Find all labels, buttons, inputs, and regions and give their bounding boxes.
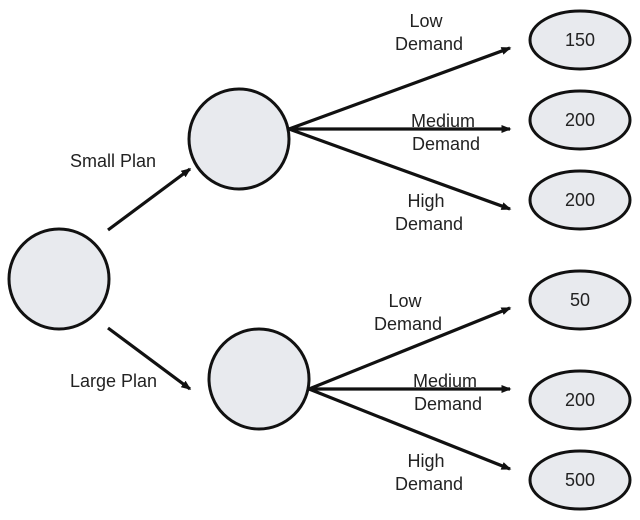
edge-root-to-large-plan — [107, 326, 192, 391]
small-high-demand-label: High — [407, 191, 444, 211]
small-medium-demand-label: Medium — [411, 111, 475, 131]
small-low-demand-label: Low — [409, 11, 443, 31]
large-low-demand-label: Low — [388, 291, 422, 311]
large-high-demand-label-line2: Demand — [395, 474, 463, 494]
small-high-demand-label-line2: Demand — [395, 214, 463, 234]
edge-small-low-demand — [288, 46, 512, 131]
payoff-value-small-low: 150 — [565, 30, 595, 50]
large-plan-label: Large Plan — [70, 371, 157, 391]
payoff-node-small-medium — [528, 89, 632, 151]
payoff-value-small-medium: 200 — [565, 110, 595, 130]
small-medium-demand-label-line2: Demand — [412, 134, 480, 154]
payoff-node-large-medium — [528, 369, 632, 431]
small-low-demand-label-line2: Demand — [395, 34, 463, 54]
payoff-node-large-high — [528, 449, 632, 511]
large-medium-demand-label-line2: Demand — [414, 394, 482, 414]
edge-small-high-demand — [288, 127, 512, 211]
payoff-node-small-high — [528, 169, 632, 231]
root-node — [7, 227, 111, 331]
large-plan-chance-node — [207, 327, 311, 431]
payoff-value-large-high: 500 — [565, 470, 595, 490]
edge-root-to-small-plan — [107, 167, 192, 232]
edge-large-high-demand — [308, 387, 512, 471]
payoff-value-large-low: 50 — [570, 290, 590, 310]
small-plan-chance-node — [187, 87, 291, 191]
payoff-node-large-low — [528, 269, 632, 331]
large-high-demand-label: High — [407, 451, 444, 471]
small-plan-label: Small Plan — [70, 151, 156, 171]
large-low-demand-label-line2: Demand — [374, 314, 442, 334]
edge-large-low-demand — [308, 306, 512, 391]
payoff-value-small-high: 200 — [565, 190, 595, 210]
payoff-value-large-medium: 200 — [565, 390, 595, 410]
large-medium-demand-label: Medium — [413, 371, 477, 391]
payoff-node-small-low — [528, 9, 632, 71]
